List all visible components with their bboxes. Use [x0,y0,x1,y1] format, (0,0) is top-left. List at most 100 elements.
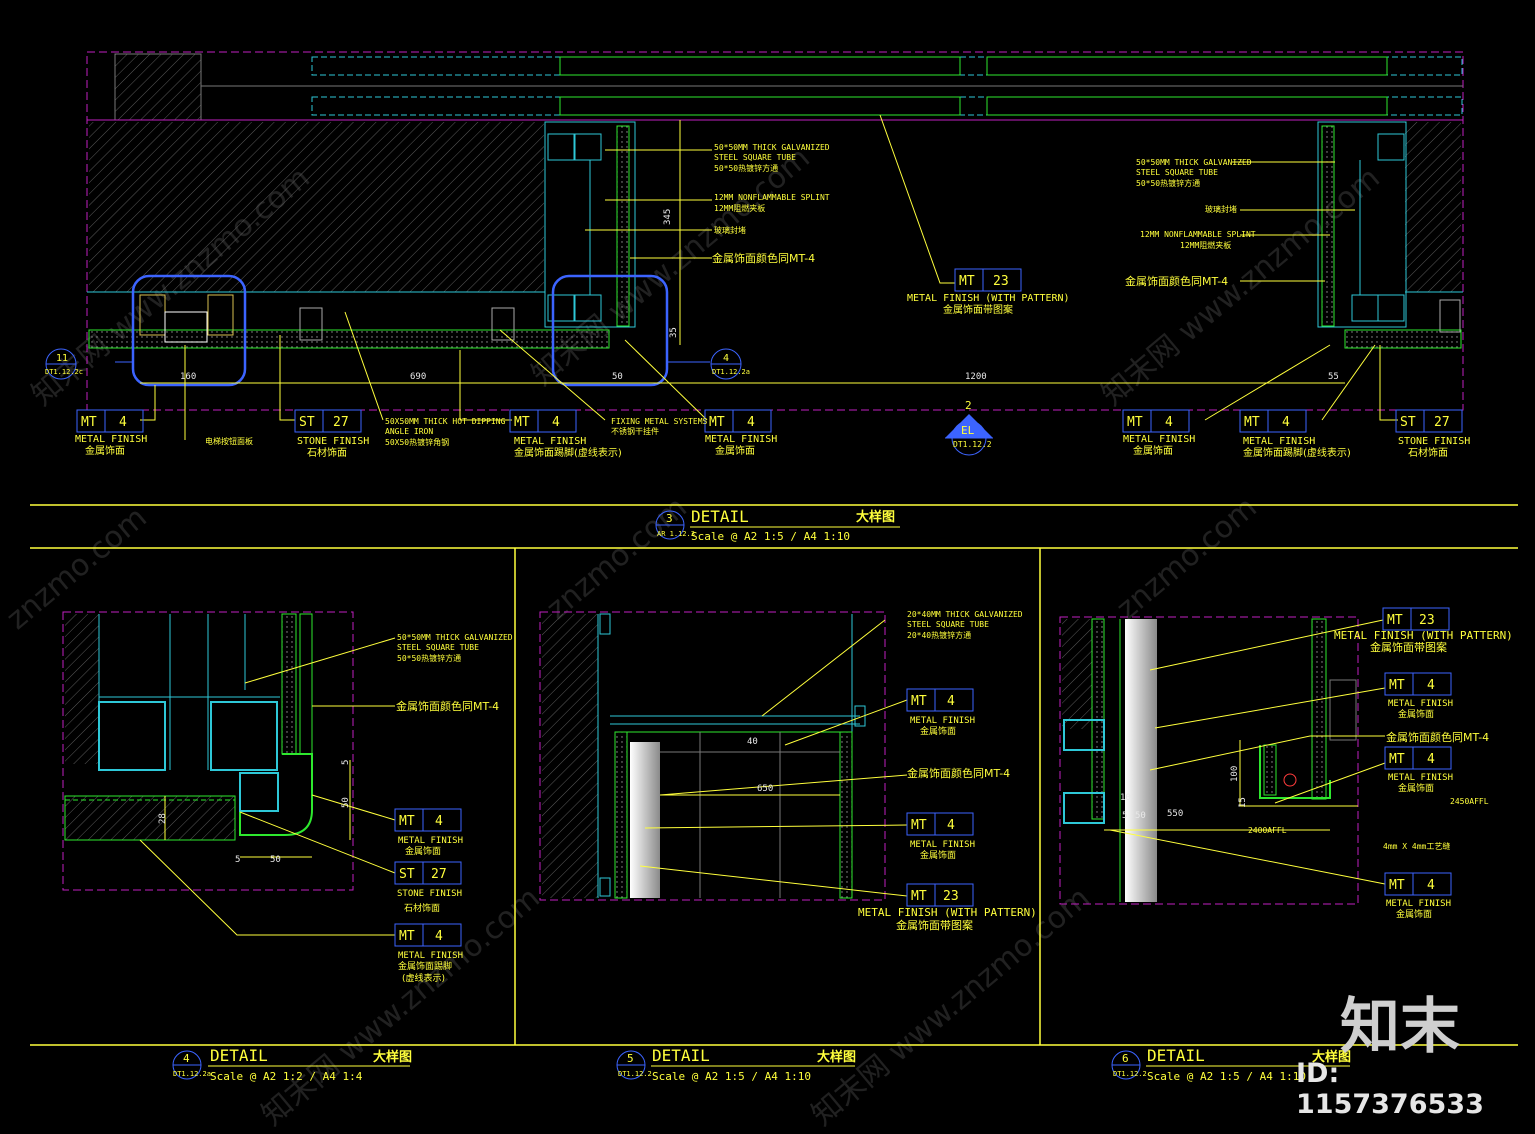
note-seal: 玻璃封堵 [1205,204,1237,214]
tag-num: 23 [1419,613,1435,628]
tag-en: STONE FINISH [297,436,369,447]
detail-3-drawing [45,51,1464,456]
detail-ref: DT1.12.2a [173,1070,211,1078]
tag-en: METAL FINISH [705,434,777,445]
dim: 690 [410,372,426,382]
note-tube-en: 50*50MM THICK GALVANIZED [714,143,830,152]
tag-cn: 金属饰面带图案 [896,918,973,932]
detail-title-cn: 大样图 [1312,1049,1351,1065]
tag-cn: 金属饰面 [85,444,125,457]
callout-num: 4 [723,353,729,364]
tag-cn: 金属饰面 [1398,708,1434,720]
tag-num: 4 [1427,752,1435,767]
detail-scale: Scale @ A2 1:5 / A4 1:10 [691,530,850,543]
detail-title: DETAIL [691,507,749,526]
tag-code: MT [1389,752,1405,767]
dim: 5 [235,855,240,865]
tag-en: METAL FINISH [910,716,975,726]
tag-cn: 金属饰面 [920,725,956,737]
tag-num: 4 [1165,415,1173,430]
detail-title-cn: 大样图 [817,1049,856,1065]
note-groove: 4mm X 4mm工艺缝 [1383,841,1450,851]
note-tube-cn: 20*40热镀锌方通 [907,630,971,640]
dim: 160 [180,372,196,382]
tag-num: 4 [552,415,560,430]
brand-logo: 知末 [1340,992,1460,1062]
note-seal: 玻璃封堵 [714,225,746,235]
callout-num: 11 [56,353,68,364]
dim: 15 [1238,797,1248,808]
tag-code: MT [911,818,927,833]
note-afl: 2400AFFL [1248,826,1287,835]
note-tube-en: STEEL SQUARE TUBE [907,620,989,629]
tag-cn: 金属饰面踢脚 [398,960,452,972]
tag-num: 23 [993,274,1009,289]
tag-num: 4 [435,929,443,944]
note-metal-same: 金属饰面颜色同MT-4 [1125,274,1228,288]
tag-code: MT [399,929,415,944]
tag-en: METAL FINISH [75,434,147,445]
tag-cn: 金属饰面 [1133,444,1173,457]
dim: 35 [669,327,679,338]
tag-cn: 金属饰面 [715,444,755,457]
dim: 650 [757,784,773,794]
dim: 345 [663,209,673,225]
tag-code: ST [299,415,315,430]
detail-title: DETAIL [210,1046,268,1065]
tag-num: 4 [435,814,443,829]
detail-title-cn: 大样图 [373,1049,412,1065]
note-splint-en: 12MM NONFLAMMABLE SPLINT [714,193,830,202]
detail-num: 3 [666,512,673,525]
detail-scale: Scale @ A2 1:5 / A4 1:10 [1147,1070,1306,1083]
tag-en: METAL FINISH [1388,773,1453,783]
dim: 5 [341,760,351,765]
detail-title-cn: 大样图 [856,509,895,525]
detail-scale: Scale @ A2 1:5 / A4 1:10 [652,1070,811,1083]
tag-code: ST [399,867,415,882]
dim: 550 [1167,809,1183,819]
tag-cn: 金属饰面踢脚(虚线表示) [514,446,622,459]
tag-code: MT [1244,415,1260,430]
note-angle-cn: 50X50热镀锌角钢 [385,437,449,447]
tag-cn: 石材饰面 [1408,446,1448,459]
tag-en: METAL FINISH [910,840,975,850]
detail-title: DETAIL [652,1046,710,1065]
tag-code: MT [959,274,975,289]
tag-code: MT [514,415,530,430]
tag-cn: 金属饰面 [920,849,956,861]
note-tube-cn: 50*50热镀锌方通 [397,653,461,663]
tag-code: MT [911,694,927,709]
note-tube-en: 20*40MM THICK GALVANIZED [907,610,1023,619]
tag-cn: 金属饰面 [405,845,441,857]
note-metal-same: 金属饰面颜色同MT-4 [1386,730,1489,744]
detail-5-drawing [539,611,974,907]
elevation-ref: DT1.12.2 [953,440,992,449]
detail-ref: DT1.12.2 [618,1070,652,1078]
tag-code: MT [1127,415,1143,430]
tag-code: MT [1387,613,1403,628]
elevation-num: 2 [965,399,972,412]
callout-ref: DT1.12.2c [45,368,83,376]
note-splint-cn: 12MM阻燃夹板 [1180,240,1231,250]
tag-code: MT [1389,678,1405,693]
note-metal-same: 金属饰面颜色同MT-4 [712,251,815,265]
tag-cn: 金属饰面带图案 [1370,640,1447,654]
detail-num: 5 [627,1052,634,1065]
tag-en: METAL FINISH (WITH PATTERN) [907,293,1070,304]
tag-num: 27 [431,867,447,882]
detail-ref: DT1.12.2 [1113,1070,1147,1078]
note-angle-en: ANGLE IRON [385,427,433,436]
tag-num: 4 [947,818,955,833]
tag-en: METAL FINISH [1386,899,1451,909]
note-metal-same: 金属饰面颜色同MT-4 [396,699,499,713]
tag-num: 4 [947,694,955,709]
tag-en: METAL FINISH [398,836,463,846]
note-angle-en: 50X50MM THICK HOT DIPPING [385,417,506,426]
tag-en: METAL FINISH [1123,434,1195,445]
tag-code: MT [911,889,927,904]
tag-cn: (虚线表示) [402,972,445,984]
tag-code: MT [81,415,97,430]
elevation-label: EL [961,424,975,437]
tag-en: METAL FINISH [1243,436,1315,447]
